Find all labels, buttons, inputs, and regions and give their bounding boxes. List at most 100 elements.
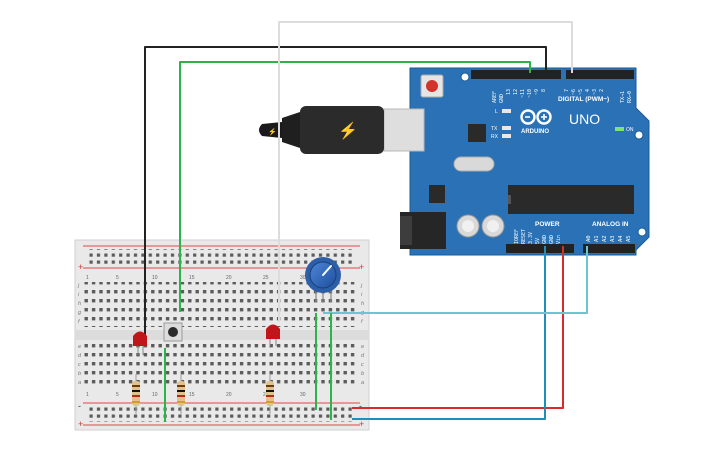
resistor-2-body [177, 381, 185, 406]
row-letter-i: i [78, 292, 80, 298]
analog-pin-labels: A0 A1 A2 A3 A4 A5 [586, 235, 632, 242]
top-rail-plus-right: + [359, 262, 364, 272]
col-num-15: 15 [189, 275, 195, 281]
top-terminal-holes [83, 282, 357, 327]
digital-header-right[interactable] [566, 70, 634, 79]
analog-header[interactable] [583, 244, 635, 253]
on-led-label: ON [626, 127, 634, 133]
pin-label-7: 7 [564, 89, 570, 92]
pin-label-aref: AREF [492, 91, 498, 103]
mount-hole-3 [637, 227, 647, 237]
resistor-2-band-2 [177, 390, 185, 392]
pin-label-a0: A0 [586, 235, 592, 242]
pin-label-tx1: TX→1 [620, 91, 626, 103]
components [132, 257, 341, 414]
pin-label-rx0: RX←0 [627, 91, 633, 103]
potentiometer[interactable] [305, 257, 341, 302]
col-num-1: 1 [86, 275, 89, 281]
pin-label-a5: A5 [626, 235, 632, 242]
pin-label-a3: A3 [610, 235, 616, 242]
rx-led-label: RX [491, 134, 499, 140]
col-num-10-b: 10 [152, 392, 158, 398]
col-num-20-b: 20 [226, 392, 232, 398]
center-channel [75, 330, 369, 340]
usb-chip [468, 124, 486, 142]
usb-cable[interactable]: ⚡ ⚡ [259, 106, 425, 154]
pin-label-12: 12 [513, 89, 519, 95]
power-header-label: POWER [535, 221, 560, 228]
uno-model-label: UNO [569, 111, 600, 127]
resistor-2-band-3 [177, 395, 185, 397]
row-letter-b: b [78, 371, 81, 377]
tx-led [502, 126, 511, 130]
usb-lightning-icon: ⚡ [268, 127, 277, 136]
wire-cyan-a0[interactable] [323, 246, 588, 314]
top-rail-holes [88, 249, 353, 265]
row-letter-h: h [78, 301, 81, 307]
pin-label-vin: Vin [556, 235, 562, 244]
push-button[interactable] [163, 322, 183, 342]
col-numbers-bottom: 1 5 10 15 20 25 30 [86, 392, 306, 398]
led-left-body [133, 331, 147, 346]
wire-green-pin12[interactable] [179, 61, 531, 312]
bottom-rail-minus-right: - [359, 401, 362, 411]
led-right[interactable] [266, 324, 280, 347]
pin-label-2: 2 [599, 89, 605, 92]
l-led-label: L [495, 109, 498, 115]
pin-label-13: 13 [506, 89, 512, 95]
power-header[interactable] [506, 244, 574, 253]
push-button-cap [168, 327, 178, 337]
reset-button[interactable] [426, 80, 438, 92]
row-letter-b-r: b [361, 371, 364, 377]
resistor-1-band-1 [132, 385, 140, 387]
col-numbers-top: 1 5 10 15 20 25 30 [86, 275, 306, 281]
arduino-uno-board[interactable]: AREF GND 13 12 ~11 ~10 ~9 8 7 ~6 ~5 4 ~3… [400, 67, 650, 256]
atmega-chip [508, 185, 634, 214]
digital-header-left[interactable] [471, 70, 561, 79]
row-letter-e: e [78, 344, 81, 350]
usb-trident-icon: ⚡ [338, 121, 358, 140]
bottom-rail-plus-left: + [78, 419, 83, 429]
pin-label-a4: A4 [618, 235, 624, 242]
col-num-15-b: 15 [189, 392, 195, 398]
row-letter-a: a [78, 380, 81, 386]
wire-blue-gnd[interactable] [352, 246, 546, 420]
resistor-3[interactable] [266, 374, 274, 414]
usb-cable-strain-relief [282, 112, 300, 148]
pin-label-4: 4 [585, 89, 591, 92]
l-led [502, 109, 511, 113]
row-letter-g: g [78, 310, 82, 316]
pin-label-gnd1: GND [542, 235, 548, 244]
resistor-1-band-4 [132, 401, 140, 403]
row-letter-c: c [78, 362, 81, 368]
resistor-3-band-2 [266, 390, 274, 392]
row-letter-f-r: f [361, 319, 363, 325]
pin-label-gnd: GND [499, 94, 505, 103]
tx-led-label: TX [491, 126, 498, 132]
col-num-25: 25 [263, 275, 269, 281]
pin-label-reset: RESET [521, 229, 527, 244]
row-letter-d-r: d [361, 353, 365, 359]
col-num-5: 5 [116, 275, 119, 281]
pin-label-9: ~9 [534, 89, 540, 95]
analog-header-label: ANALOG IN [592, 221, 629, 228]
led-left[interactable] [133, 331, 147, 356]
mount-hole-1 [460, 72, 470, 82]
row-letter-c-r: c [361, 362, 364, 368]
wire-black-gnd[interactable] [144, 46, 547, 335]
col-num-5-b: 5 [116, 392, 119, 398]
resistor-1-band-3 [132, 395, 140, 397]
wire-red-5v[interactable] [352, 246, 564, 409]
pin-label-gnd2: GND [549, 235, 555, 244]
resistor-2[interactable] [177, 374, 185, 414]
resistor-1-band-2 [132, 390, 140, 392]
digital-pin-labels: AREF GND 13 12 ~11 ~10 ~9 8 7 ~6 ~5 4 ~3… [492, 89, 633, 103]
pin-label-ioref: IOREF [514, 229, 520, 244]
resistor-3-band-3 [266, 395, 274, 397]
crystal-oscillator [453, 156, 495, 172]
usb-b-connector [383, 108, 425, 152]
usb-plug-body [300, 106, 384, 154]
mount-hole-2 [634, 130, 644, 140]
resistor-1[interactable] [132, 374, 140, 414]
wire-white-pin7[interactable] [278, 21, 573, 322]
